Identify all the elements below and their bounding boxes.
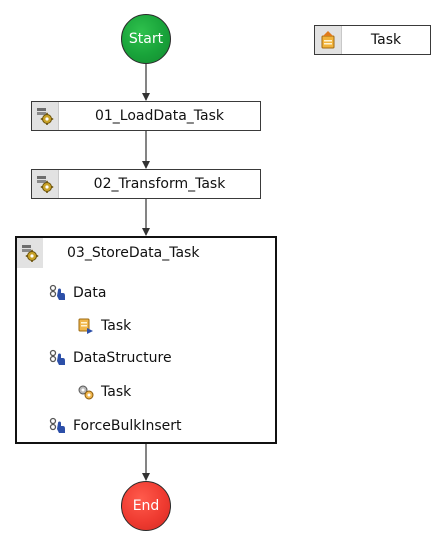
parameter-icon bbox=[49, 417, 67, 435]
store-data-task-header: 03_StoreData_Task bbox=[17, 238, 275, 270]
param-datastructure[interactable]: DataStructure bbox=[49, 348, 172, 368]
param-data[interactable]: Data bbox=[49, 283, 106, 303]
end-node-label: End bbox=[132, 498, 160, 514]
start-node-label: Start bbox=[128, 31, 164, 47]
end-node[interactable]: End bbox=[121, 481, 171, 531]
gear-task-icon bbox=[32, 102, 59, 130]
param-forcebulkinsert-label: ForceBulkInsert bbox=[73, 418, 182, 434]
parameter-icon bbox=[49, 284, 67, 302]
store-data-task-node[interactable]: 03_StoreData_Task Data Task bbox=[15, 236, 277, 444]
param-data-task[interactable]: Task bbox=[77, 316, 131, 336]
gear-task-icon bbox=[17, 238, 43, 268]
structure-task-icon bbox=[77, 383, 95, 401]
data-task-icon bbox=[77, 317, 95, 335]
param-data-label: Data bbox=[73, 285, 107, 301]
transform-task-node[interactable]: 02_Transform_Task bbox=[31, 169, 261, 199]
load-data-task-node[interactable]: 01_LoadData_Task bbox=[31, 101, 261, 131]
param-forcebulkinsert[interactable]: ForceBulkInsert bbox=[49, 416, 182, 436]
start-node[interactable]: Start bbox=[121, 14, 171, 64]
param-datastructure-task[interactable]: Task bbox=[77, 382, 131, 402]
parameter-icon bbox=[49, 349, 67, 367]
legend-task-label: Task bbox=[370, 32, 402, 48]
transform-task-label: 02_Transform_Task bbox=[93, 176, 226, 192]
load-data-task-label: 01_LoadData_Task bbox=[94, 108, 225, 124]
param-data-task-label: Task bbox=[101, 318, 132, 334]
param-datastructure-task-label: Task bbox=[101, 384, 132, 400]
store-data-task-label: 03_StoreData_Task bbox=[67, 245, 200, 261]
task-up-icon bbox=[315, 26, 342, 54]
legend-task-node[interactable]: Task bbox=[314, 25, 431, 55]
gear-task-icon bbox=[32, 170, 59, 198]
param-datastructure-label: DataStructure bbox=[73, 350, 172, 366]
